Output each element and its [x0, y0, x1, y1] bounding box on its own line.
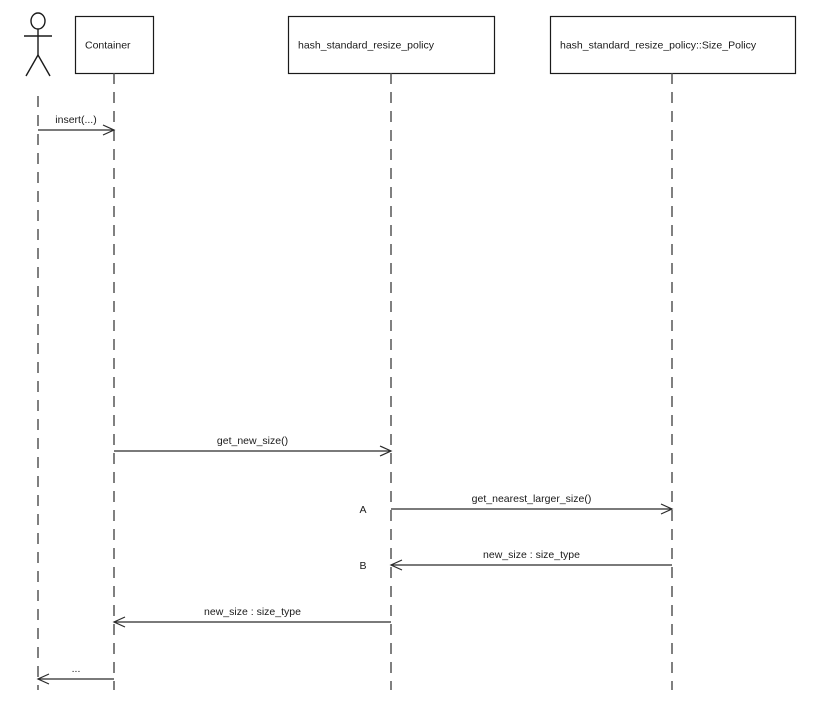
message-label-msg-insert: insert(...)	[55, 114, 96, 126]
actor-head-icon	[30, 12, 46, 30]
actor-right-leg-icon	[37, 54, 51, 77]
message-msg-new-size-return-container[interactable]: new_size : size_type	[112, 606, 391, 628]
lifeline-size_policy[interactable]: hash_standard_resize_policy::Size_Policy	[549, 15, 797, 691]
lifeline-box-resize_policy[interactable]: hash_standard_resize_policy	[287, 15, 496, 75]
lifeline-box-size_policy[interactable]: hash_standard_resize_policy::Size_Policy	[549, 15, 797, 75]
message-arrowhead-msg-new-size-return-policy	[389, 559, 403, 571]
message-tag-msg-get-nearest-larger-size: A	[359, 504, 366, 516]
lifeline-resize_policy[interactable]: hash_standard_resize_policy	[287, 15, 496, 691]
message-msg-ellipsis-return[interactable]: ...	[36, 663, 114, 685]
message-arrowhead-msg-get-new-size	[379, 445, 393, 457]
lifeline-box-rect-size_policy	[549, 15, 797, 75]
lifeline-container[interactable]: Container	[74, 15, 155, 691]
lifeline-label-container: Container	[85, 40, 131, 52]
message-label-msg-ellipsis-return: ...	[72, 663, 81, 675]
lifeline-label-size_policy: hash_standard_resize_policy::Size_Policy	[560, 40, 757, 52]
actor-left-leg-icon	[25, 54, 39, 77]
message-arrowhead-msg-new-size-return-container	[112, 616, 126, 628]
lifeline-label-resize_policy: hash_standard_resize_policy	[298, 40, 435, 52]
lifeline-box-container[interactable]: Container	[74, 15, 155, 75]
lifeline-actor[interactable]	[24, 12, 52, 690]
message-arrowhead-msg-ellipsis-return	[36, 673, 50, 685]
message-arrowhead-msg-get-nearest-larger-size	[660, 503, 674, 515]
message-tag-msg-new-size-return-policy: B	[359, 560, 366, 572]
lifeline-box-rect-container	[74, 15, 155, 75]
message-label-msg-get-nearest-larger-size: get_nearest_larger_size()	[472, 493, 592, 505]
message-arrowhead-msg-insert	[102, 124, 116, 136]
message-msg-get-nearest-larger-size[interactable]: get_nearest_larger_size() A	[359, 493, 674, 516]
message-msg-insert[interactable]: insert(...)	[38, 114, 116, 136]
message-label-msg-new-size-return-policy: new_size : size_type	[483, 549, 580, 561]
actor-figure-icon	[24, 12, 52, 77]
message-label-msg-get-new-size: get_new_size()	[217, 435, 288, 447]
message-msg-get-new-size[interactable]: get_new_size()	[114, 435, 393, 457]
message-label-msg-new-size-return-container: new_size : size_type	[204, 606, 301, 618]
